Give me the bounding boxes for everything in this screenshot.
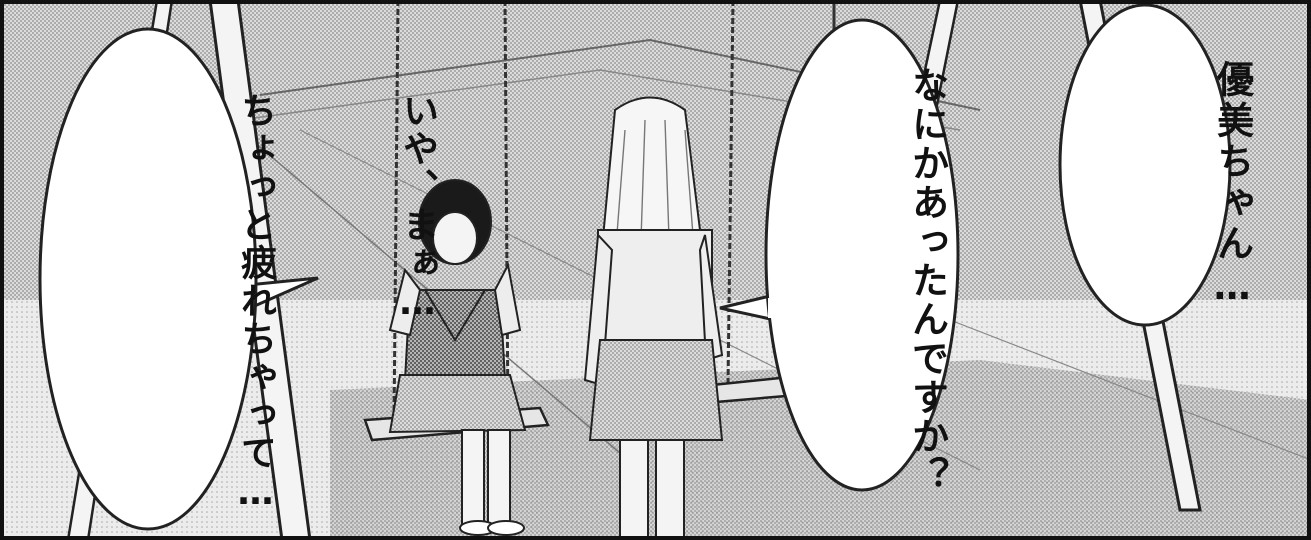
bubble-left-tail-cover [242,286,252,307]
bubble-left-text: いや、まぁ… ちょっと疲れちゃって… [120,92,552,515]
swing-chain [392,0,400,421]
bubble-right-shape [1058,3,1232,327]
bubble-mid-shape [764,18,960,492]
ground-line [949,319,1311,461]
leg-right [655,439,685,540]
skirt [588,339,724,441]
bubble-right-text: 優美ちゃん… [1125,60,1311,312]
bubble-mid-text: なにかあったんですか？ [820,66,1033,495]
skirt [388,374,527,434]
leg-left [619,439,649,540]
face [432,211,478,265]
swing-chain [726,0,735,386]
bubble-left-shape [38,27,258,531]
body [597,229,713,341]
swing-chain [503,0,510,421]
bubble-mid-tail-cover [768,298,780,318]
arm-right [493,261,522,337]
shoe [487,520,525,536]
dialogue-line: 優美ちゃん… [1210,60,1254,312]
dialogue-line: いや、まぁ… [397,92,438,325]
arm-left [388,267,422,337]
dialogue-line: ちょっと疲れちゃって… [235,92,276,515]
collar [424,289,486,342]
standing-girl [583,96,724,540]
seated-girl [388,179,527,536]
dialogue-line: なにかあったんですか？ [905,66,949,495]
hair-strands [614,119,696,271]
